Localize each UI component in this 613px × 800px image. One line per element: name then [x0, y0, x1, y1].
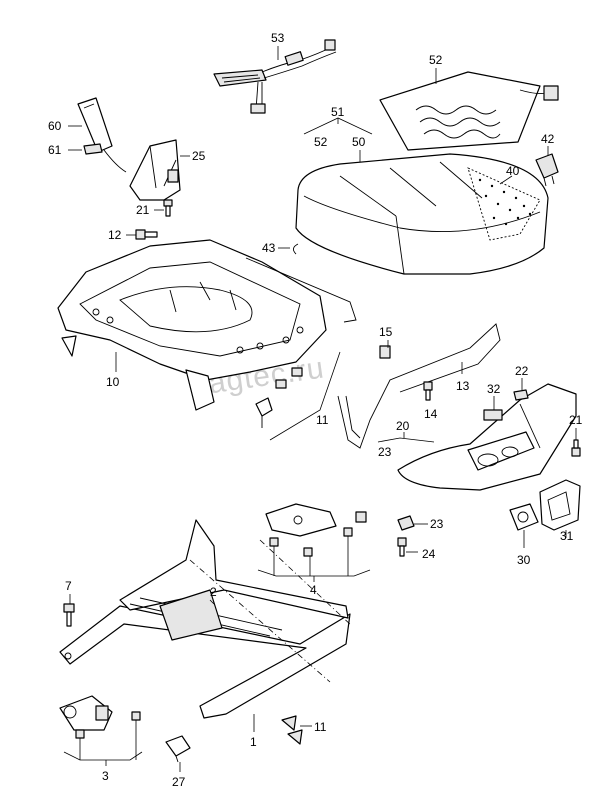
callout-11-bottom: 11: [314, 720, 327, 734]
leader-2: [209, 599, 215, 605]
clip-23: [397, 515, 415, 531]
callout-40: 40: [506, 164, 520, 178]
callout-53: 53: [271, 31, 285, 45]
clip-27: [165, 735, 191, 763]
insert-32: [483, 409, 503, 421]
callout-52-sub: 52: [314, 135, 328, 149]
switch-30: [509, 503, 539, 531]
adjuster-rod-13: [337, 323, 501, 449]
callout-20: 20: [396, 419, 410, 433]
side-trim-20: [397, 383, 577, 491]
callout-60: 60: [48, 119, 62, 133]
callout-31: 31: [560, 529, 574, 543]
callout-21-top: 21: [136, 203, 150, 217]
callout-14: 14: [424, 407, 438, 421]
callout-50: 50: [352, 135, 366, 149]
callout-61: 61: [48, 143, 62, 157]
callout-24: 24: [422, 547, 436, 561]
callout-23-low: 23: [430, 517, 444, 531]
bolt-12: [135, 229, 158, 240]
screw-21-right: [571, 439, 581, 457]
clip-22: [513, 389, 529, 401]
bracket-20: [377, 437, 435, 443]
callout-1: 1: [250, 735, 257, 749]
cover-25: [129, 139, 181, 201]
callout-25: 25: [192, 149, 206, 163]
spring-wire: [245, 257, 357, 323]
hinge-kit-4: [265, 503, 367, 557]
callout-4: 4: [310, 583, 317, 597]
clips-11-bottom: [281, 715, 303, 745]
bracket-3-stems: [79, 720, 137, 760]
callout-23-top: 23: [378, 445, 392, 459]
callout-42: 42: [541, 132, 555, 146]
clip-43: [293, 243, 299, 255]
callout-21-right: 21: [569, 413, 583, 427]
screw-14: [423, 381, 433, 401]
screw-21-top: [163, 199, 173, 217]
seat-frame-10: [57, 239, 327, 411]
callout-10: 10: [106, 375, 120, 389]
bracket-11-mid: [269, 351, 341, 441]
callout-22: 22: [515, 364, 529, 378]
bracket-3: [63, 751, 143, 761]
seat-base-1: [59, 519, 353, 719]
screw-7: [63, 603, 75, 627]
bracket-4: [257, 569, 371, 577]
wiring-harness-53: [213, 39, 337, 114]
motor-kit-3: [59, 695, 141, 739]
callout-3: 3: [102, 769, 109, 783]
callout-2: 2: [210, 585, 217, 599]
callout-7: 7: [65, 579, 72, 593]
callout-32: 32: [487, 382, 501, 396]
switch-block-31: [539, 479, 581, 531]
callout-27: 27: [172, 775, 186, 789]
seat-cushion-50: [295, 153, 549, 275]
leader-40: [499, 175, 513, 185]
callout-15: 15: [379, 325, 393, 339]
belt-buckle-60: [77, 97, 127, 173]
connector-42: [535, 153, 559, 187]
callout-11-mid: 11: [316, 413, 329, 427]
callout-43: 43: [262, 241, 276, 255]
clips-11-mid: [255, 367, 303, 428]
screw-24: [397, 537, 407, 557]
callout-52-top: 52: [429, 53, 443, 67]
callout-51: 51: [331, 105, 345, 119]
bracket-4-stems: [273, 536, 349, 576]
callout-30: 30: [517, 553, 531, 567]
callout-13: 13: [456, 379, 470, 393]
seat-heater-mat-52: [379, 71, 559, 151]
callout-12: 12: [108, 228, 122, 242]
